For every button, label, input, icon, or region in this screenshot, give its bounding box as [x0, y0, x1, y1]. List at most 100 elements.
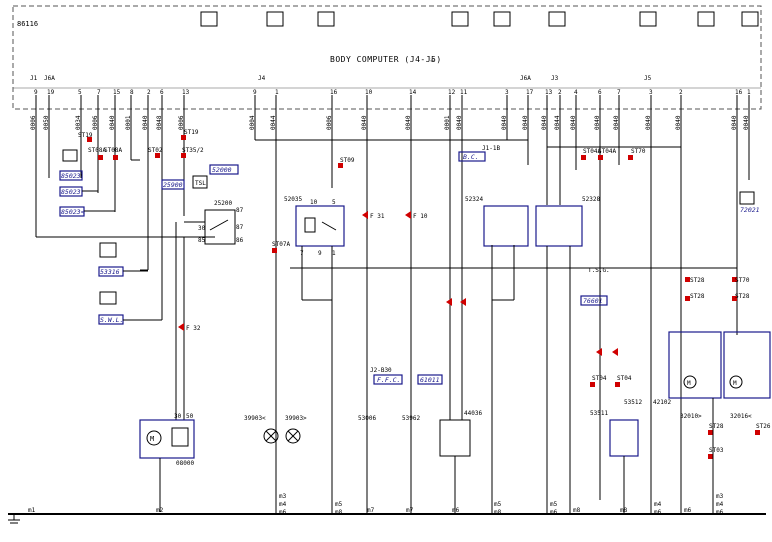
svg-text:m6: m6 [654, 509, 662, 516]
svg-text:TSL: TSL [195, 180, 206, 187]
svg-text:16: 16 [330, 89, 338, 96]
svg-text:19: 19 [47, 89, 55, 96]
svg-text:53316: 53316 [100, 268, 120, 276]
svg-text:ST02: ST02 [148, 147, 163, 154]
svg-text:7: 7 [97, 89, 101, 96]
body-computer-outline [12, 5, 762, 110]
svg-text:T.S.G.: T.S.G. [588, 267, 610, 274]
relay-52035-box [295, 205, 345, 247]
svg-text:m5: m5 [335, 501, 343, 508]
conn-j4: J4 [258, 75, 266, 82]
ecu-code: 86116 [17, 20, 38, 28]
svg-text:0040: 0040 [645, 115, 652, 130]
fuse-markers: F 31 F 10 F 32 [178, 211, 618, 356]
comp-25900 [161, 179, 185, 190]
svg-text:ST07A: ST07A [272, 241, 290, 248]
svg-text:3: 3 [505, 89, 509, 96]
svg-text:44036: 44036 [464, 410, 482, 417]
svg-text:m8: m8 [494, 509, 502, 516]
svg-text:ST26: ST26 [756, 423, 771, 430]
rotate-icon [493, 11, 511, 27]
svg-text:0040: 0040 [613, 115, 620, 130]
home2-icon [697, 11, 715, 27]
defrost-icon [548, 11, 566, 27]
svg-text:52035: 52035 [284, 196, 302, 203]
lamp-unit-left [668, 331, 722, 399]
bus-lines [36, 139, 737, 321]
relay-52324-box [483, 205, 529, 247]
svg-text:F 32: F 32 [186, 325, 201, 332]
svg-text:m2: m2 [156, 507, 164, 514]
svg-text:F.F.C.: F.F.C. [377, 376, 400, 384]
svg-text:5: 5 [78, 89, 82, 96]
svg-text:85023<: 85023< [61, 208, 85, 216]
svg-text:ST70: ST70 [735, 277, 750, 284]
relay-52035: 52035 10 5 7 9 1 [284, 196, 345, 500]
svg-text:0050: 0050 [43, 115, 50, 130]
svg-text:6: 6 [160, 89, 164, 96]
svg-text:ST28: ST28 [690, 293, 705, 300]
svg-text:ST19: ST19 [78, 132, 93, 139]
svg-text:3: 3 [649, 89, 653, 96]
motor-box [139, 419, 195, 459]
svg-text:13: 13 [182, 89, 190, 96]
svg-text:0044: 0044 [270, 115, 277, 130]
svg-text:ST04A: ST04A [583, 148, 601, 155]
relay-25200: 25900 TSL 52000 25200 87 87 86 30 85 [161, 164, 244, 245]
svg-text:87: 87 [236, 207, 244, 214]
switch-44036 [439, 419, 471, 457]
conn-j6a-left: J6A [44, 75, 55, 82]
home-icon [317, 11, 335, 27]
print-icon [62, 149, 78, 162]
svg-text:0040: 0040 [522, 115, 529, 130]
svg-text:1: 1 [332, 250, 336, 257]
svg-text:0040: 0040 [743, 115, 750, 130]
svg-text:m6: m6 [452, 507, 460, 514]
svg-text:B.C.: B.C. [463, 153, 479, 161]
ground-labels: m1 m2 m3 m4 m6 m5 m8 m7 m7 m6 m5 m8 m5 m… [28, 493, 724, 516]
svg-text:76601: 76601 [583, 297, 603, 305]
svg-text:ST28: ST28 [690, 277, 705, 284]
svg-text:0006: 0006 [326, 115, 333, 130]
svg-text:0040: 0040 [501, 115, 508, 130]
svg-text:m4: m4 [716, 501, 724, 508]
svg-text:39903<: 39903< [244, 415, 266, 422]
svg-text:ST04: ST04 [592, 375, 607, 382]
relay-52328-box [535, 205, 583, 247]
svg-text:ST04: ST04 [617, 375, 632, 382]
svg-text:10: 10 [365, 89, 373, 96]
svg-text:53511: 53511 [590, 410, 608, 417]
svg-text:42102: 42102 [653, 399, 671, 406]
svg-text:85: 85 [198, 237, 206, 244]
svg-text:1: 1 [747, 89, 751, 96]
conn-j3: J3 [551, 75, 559, 82]
lamp-unit-right [723, 331, 771, 399]
svg-text:52324: 52324 [465, 196, 483, 203]
svg-text:ST08A: ST08A [104, 147, 122, 154]
svg-text:0040: 0040 [675, 115, 682, 130]
svg-text:53512: 53512 [624, 399, 642, 406]
svg-text:ST35/2: ST35/2 [182, 147, 204, 154]
svg-text:10: 10 [310, 199, 318, 206]
svg-text:0040: 0040 [405, 115, 412, 130]
svg-text:87: 87 [236, 224, 244, 231]
ecu-title: BODY COMPUTER (J4-J5) [330, 55, 442, 64]
svg-text:ST28: ST28 [709, 423, 724, 430]
svg-text:08000: 08000 [176, 460, 194, 467]
wire-code-labels: 0006 0050 0034 0006 0040 0001 0040 0048 … [30, 115, 750, 130]
svg-text:0040: 0040 [731, 115, 738, 130]
svg-text:86: 86 [236, 237, 244, 244]
svg-text:52328: 52328 [582, 196, 600, 203]
svg-text:F 10: F 10 [413, 213, 428, 220]
lamps-39903: 39903< 39903> [244, 415, 307, 444]
svg-text:m4: m4 [654, 501, 662, 508]
relay-52324: B.C. J1-1B 52324 [458, 145, 529, 500]
svg-text:17: 17 [526, 89, 534, 96]
svg-text:53006: 53006 [358, 415, 376, 422]
svg-text:1: 1 [275, 89, 279, 96]
svg-text:m6: m6 [716, 509, 724, 516]
switch-53512 [609, 419, 639, 457]
svg-text:0001: 0001 [444, 115, 451, 130]
svg-text:ST03: ST03 [709, 447, 724, 454]
